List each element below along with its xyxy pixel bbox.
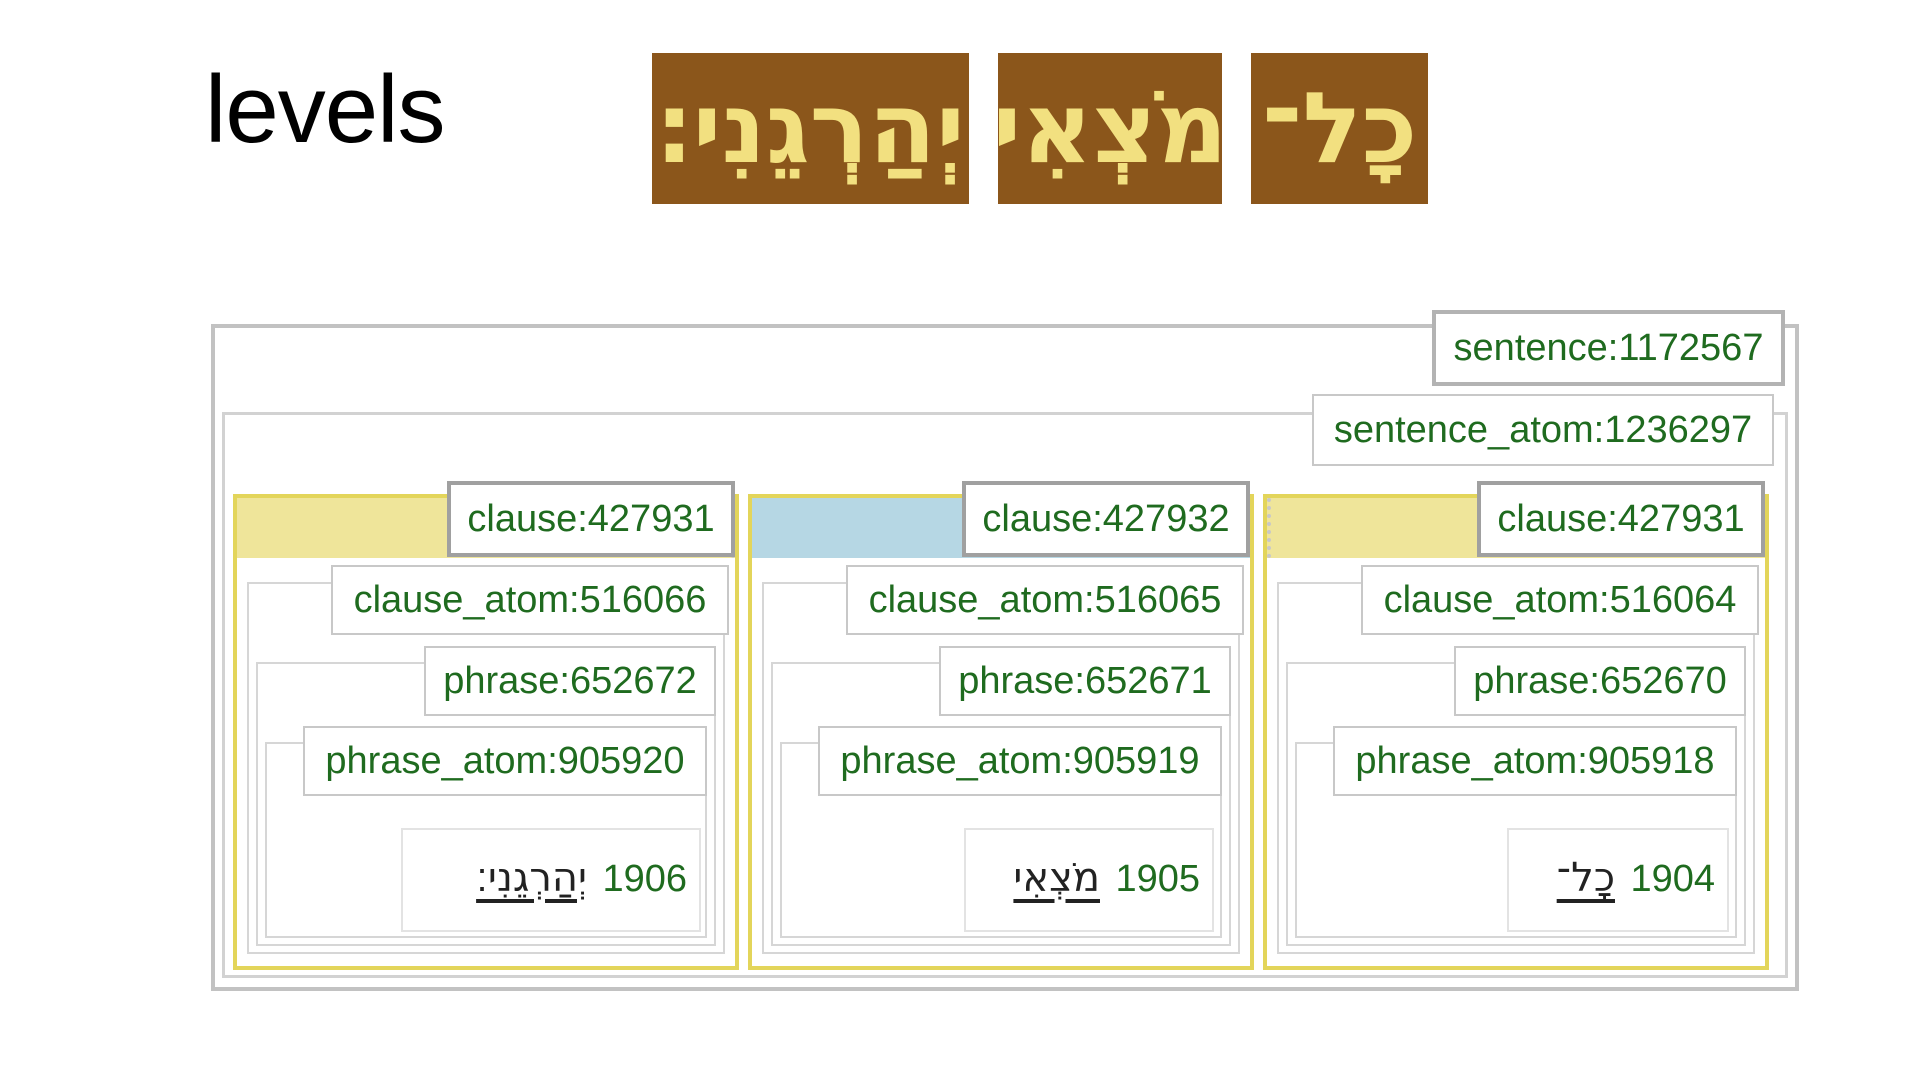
- phrase-label-1[interactable]: phrase:652672: [424, 646, 716, 716]
- phrase-atom-label-3[interactable]: phrase_atom:905918: [1333, 726, 1737, 796]
- phrase-label-3[interactable]: phrase:652670: [1454, 646, 1746, 716]
- phrase-atom-label-2[interactable]: phrase_atom:905919: [818, 726, 1222, 796]
- word-slot-2[interactable]: מֹצְאִי 1905: [964, 828, 1214, 932]
- hebrew-word-tile-3[interactable]: כָל־: [1251, 53, 1428, 204]
- page-title: levels: [205, 56, 445, 163]
- hebrew-word-tile-1[interactable]: יְהַרְגֵנִי׃: [652, 53, 969, 204]
- clause-box-1: יְהַרְגֵנִי׃ 1906 clause:427931 clause_a…: [233, 481, 739, 970]
- clause-atom-label-2[interactable]: clause_atom:516065: [846, 565, 1244, 635]
- slot-number-3: 1904: [1630, 858, 1715, 900]
- word-slot-1[interactable]: יְהַרְגֵנִי׃ 1906: [401, 828, 701, 932]
- clause-box-2: מֹצְאִי 1905 clause:427932 clause_atom:5…: [748, 481, 1254, 970]
- clause-atom-label-1[interactable]: clause_atom:516066: [331, 565, 729, 635]
- clause-atom-label-3[interactable]: clause_atom:516064: [1361, 565, 1759, 635]
- clause-label-2[interactable]: clause:427932: [962, 481, 1250, 557]
- hebrew-word-tile-2[interactable]: מֹצְאִי: [992, 53, 1228, 204]
- word-slot-3[interactable]: כָל־ 1904: [1507, 828, 1729, 932]
- clause-label-3[interactable]: clause:427931: [1477, 481, 1765, 557]
- word-slot-text-1: יְהַרְגֵנִי׃: [476, 855, 587, 901]
- sentence-label[interactable]: sentence:1172567: [1432, 310, 1785, 386]
- slot-number-2: 1905: [1115, 858, 1200, 900]
- word-slot-text-3: כָל־: [1556, 855, 1615, 901]
- word-slot-text-2: מֹצְאִי: [1013, 855, 1100, 901]
- sentence-atom-label[interactable]: sentence_atom:1236297: [1312, 394, 1774, 466]
- clause-box-3: כָל־ 1904 clause:427931 clause_atom:5160…: [1263, 481, 1769, 970]
- phrase-label-2[interactable]: phrase:652671: [939, 646, 1231, 716]
- phrase-atom-label-1[interactable]: phrase_atom:905920: [303, 726, 707, 796]
- slot-number-1: 1906: [602, 858, 687, 900]
- clause-label-1[interactable]: clause:427931: [447, 481, 735, 557]
